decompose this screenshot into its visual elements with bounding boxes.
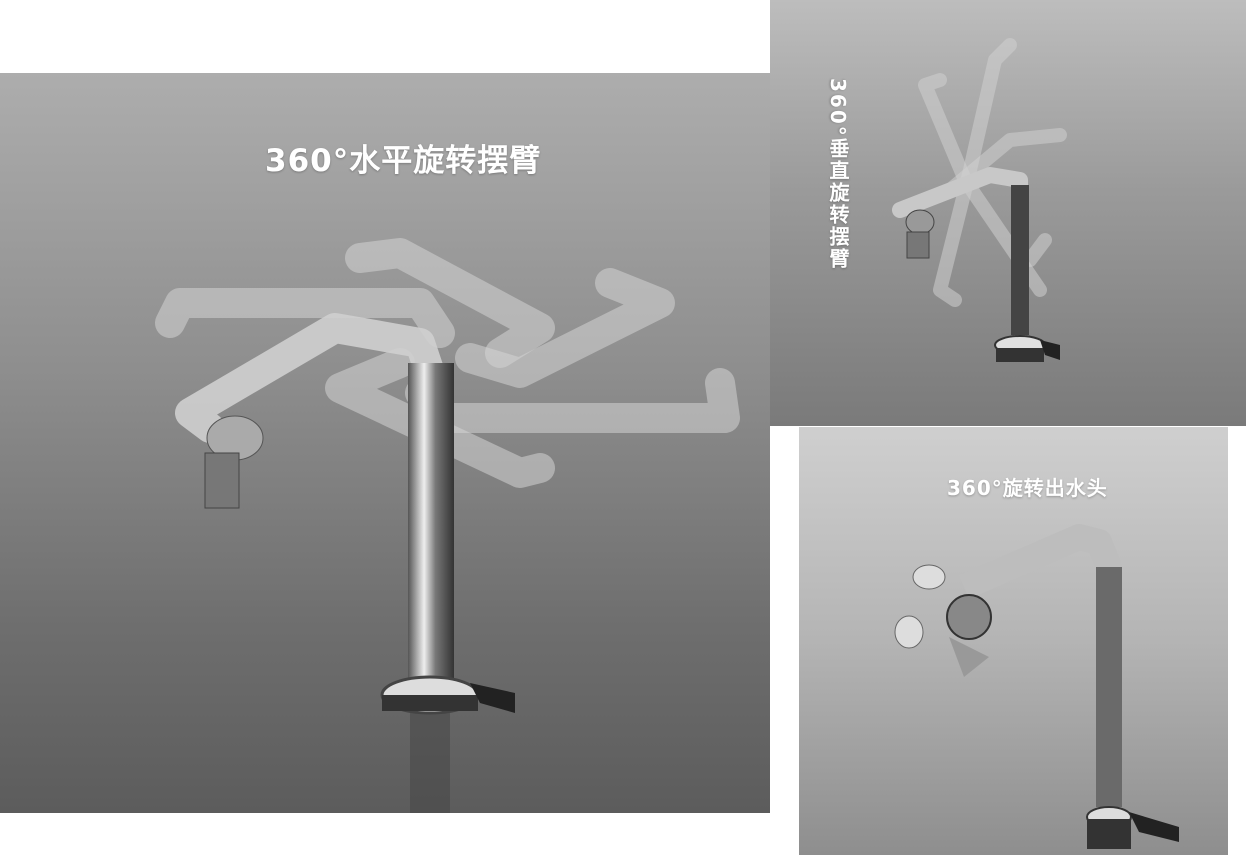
faucet-spout-render xyxy=(894,524,1179,849)
horizontal-rotation-panel: 360°水平旋转摆臂 xyxy=(0,73,770,813)
vertical-rotation-panel: 360°垂直旋转摆臂 xyxy=(770,0,1246,426)
rotating-spout-panel: 360°旋转出水头 xyxy=(799,427,1228,855)
faucet-horizontal-render xyxy=(155,238,740,813)
vertical-rotation-title: 360°垂直旋转摆臂 xyxy=(826,78,850,270)
rotating-spout-title: 360°旋转出水头 xyxy=(947,476,1108,500)
faucet-vertical-render xyxy=(892,38,1067,362)
horizontal-rotation-title: 360°水平旋转摆臂 xyxy=(265,143,542,179)
